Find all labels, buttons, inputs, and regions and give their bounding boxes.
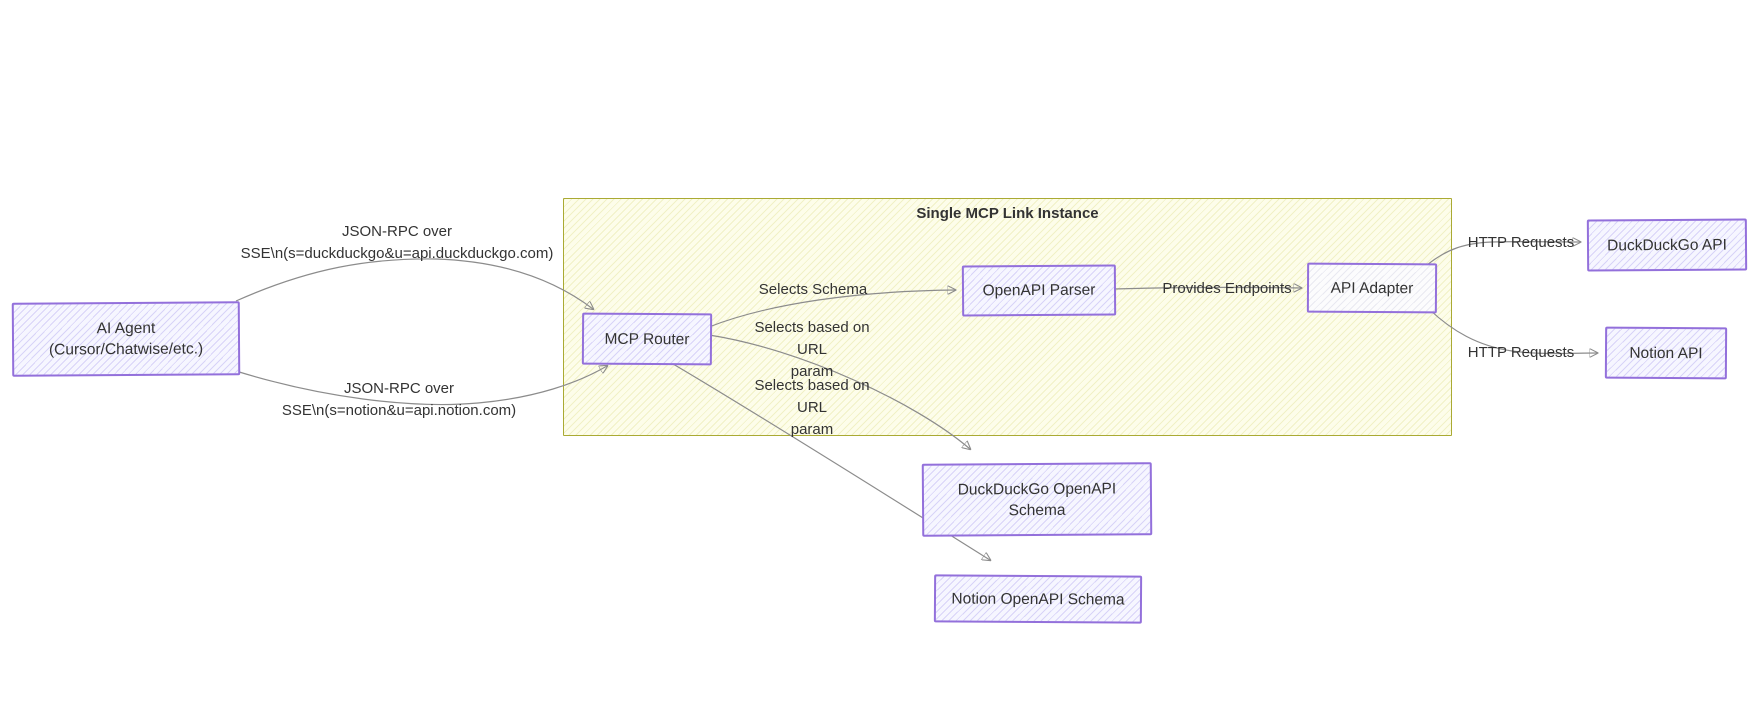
node-openapi-parser: OpenAPI Parser xyxy=(961,264,1117,317)
edge-label-jsonrpc-duckduckgo: JSON-RPC over SSE\n(s=duckduckgo&u=api.d… xyxy=(227,221,567,265)
edge-label-line: JSON-RPC over xyxy=(341,223,453,240)
node-label: Notion API xyxy=(1629,344,1703,362)
edge-label-http-requests-notion: HTTP Requests xyxy=(1458,342,1584,364)
node-ai-agent: AI Agent (Cursor/Chatwise/etc.) xyxy=(11,301,241,377)
edge-label-line: Provides Endpoints xyxy=(1162,280,1292,297)
edge-label-provides-endpoints: Provides Endpoints xyxy=(1157,278,1297,300)
node-duckduckgo-openapi-schema: DuckDuckGo OpenAPI Schema xyxy=(921,462,1153,537)
node-label: MCP Router xyxy=(604,330,690,348)
node-label: (Cursor/Chatwise/etc.) xyxy=(48,340,204,359)
edge-label-jsonrpc-notion: JSON-RPC over SSE\n(s=notion&u=api.notio… xyxy=(229,378,569,422)
edge-ai-agent-to-mcp-router-duckduckgo xyxy=(235,258,593,309)
edge-label-line: Selects based on URL xyxy=(754,319,870,358)
edge-label-line: SSE\n(s=duckduckgo&u=api.duckduckgo.com) xyxy=(240,245,554,262)
node-label: DuckDuckGo OpenAPI xyxy=(957,479,1117,499)
edge-label-selects-url-param-2: Selects based on URL param xyxy=(742,375,882,441)
node-label: Notion OpenAPI Schema xyxy=(951,589,1125,609)
edge-label-line: Selects based on URL xyxy=(754,377,870,416)
node-notion-api: Notion API xyxy=(1604,326,1728,380)
node-label: OpenAPI Parser xyxy=(982,281,1096,300)
node-label: DuckDuckGo API xyxy=(1607,236,1727,254)
edge-label-line: Selects Schema xyxy=(758,281,868,298)
edge-label-line: HTTP Requests xyxy=(1467,234,1575,251)
node-notion-openapi-schema: Notion OpenAPI Schema xyxy=(933,574,1143,624)
edge-label-line: JSON-RPC over xyxy=(343,380,455,397)
edge-label-line: SSE\n(s=notion&u=api.notion.com) xyxy=(281,402,517,419)
node-api-adapter: API Adapter xyxy=(1306,262,1438,314)
node-mcp-router: MCP Router xyxy=(581,312,713,366)
edge-label-line: param xyxy=(790,421,834,438)
node-label: AI Agent xyxy=(96,319,156,338)
edge-label-line: HTTP Requests xyxy=(1467,344,1575,361)
edge-label-selects-url-param-1: Selects based on URL param xyxy=(742,317,882,383)
node-label: API Adapter xyxy=(1330,279,1414,297)
node-label: Schema xyxy=(1008,501,1066,519)
edge-label-http-requests-duckduckgo: HTTP Requests xyxy=(1458,232,1584,254)
edge-label-selects-schema: Selects Schema xyxy=(746,279,880,301)
cluster-title: Single MCP Link Instance xyxy=(916,205,1099,222)
node-duckduckgo-api: DuckDuckGo API xyxy=(1586,218,1748,272)
